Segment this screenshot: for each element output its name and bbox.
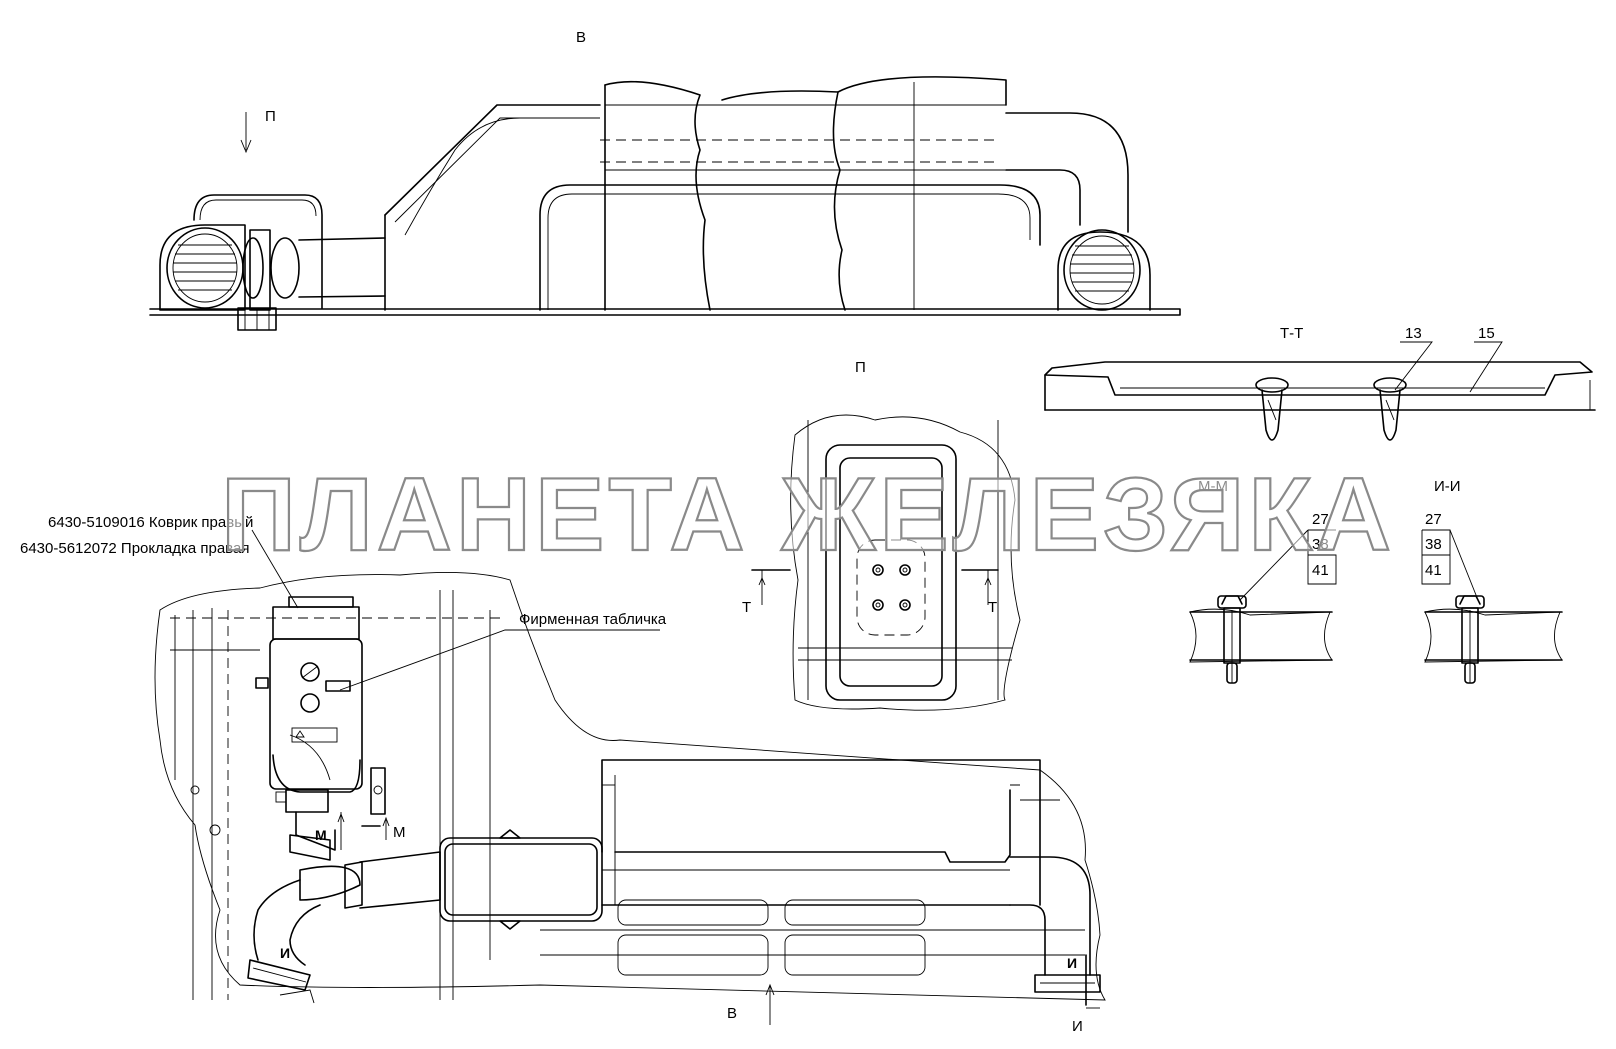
mm-callout-27: 27 (1312, 511, 1329, 528)
ii-callout-27: 27 (1425, 511, 1442, 528)
mat-note: 6430-5109016 Коврик правый (48, 514, 253, 531)
view-p-arrow (240, 112, 252, 154)
view-v-label: В (727, 1005, 737, 1022)
left-air-vent (159, 224, 246, 311)
nameplate-leader (339, 629, 660, 691)
clip-left (1255, 377, 1289, 441)
section-i-i-label: И-И (1434, 478, 1461, 495)
right-elbow (1005, 112, 1129, 233)
duct-sleeve (439, 837, 603, 922)
flexible-hose (359, 851, 441, 909)
heater-unit (255, 596, 386, 827)
gasket-note: 6430-5612072 Прокладка правая (20, 540, 249, 557)
section-mark-m-a: М (315, 827, 327, 843)
outlet-right (1034, 974, 1101, 993)
hose-connector (295, 811, 336, 851)
callout-15: 15 (1478, 325, 1495, 342)
air-duct-top (384, 104, 601, 216)
mm-callout-38: 38 (1312, 536, 1329, 553)
section-mark-i-bottom: И (1072, 1018, 1083, 1035)
heater-knob-bottom (300, 693, 320, 713)
section-mark-m-b: М (393, 824, 406, 841)
view-p-arrow-label: П (265, 108, 276, 125)
ii-callout-38: 38 (1425, 536, 1442, 553)
section-i-i: И-И 27 38 41 (1421, 478, 1563, 684)
section-mark-t-left: Т (742, 599, 751, 616)
view-p-label: П (855, 359, 866, 376)
section-t-t: Т-Т 13 15 (1044, 325, 1596, 441)
section-mark-t-right: Т (988, 599, 997, 616)
callout-13: 13 (1405, 325, 1422, 342)
view-p: П Т Т (742, 359, 1021, 711)
outlet-left (247, 959, 311, 991)
clip-right (1373, 377, 1407, 441)
nameplate-note: Фирменная табличка (519, 611, 667, 628)
ii-callout-41: 41 (1425, 562, 1442, 579)
right-air-vent (1057, 229, 1151, 311)
heater-housing (193, 194, 323, 309)
top-view-label: В (576, 29, 586, 46)
section-mark-i-right: И (1067, 955, 1077, 971)
top-view: В П (149, 29, 1181, 331)
base-plate (149, 308, 1181, 316)
section-m-m: М-М 27 38 41 (1189, 478, 1337, 684)
mm-callout-41: 41 (1312, 562, 1329, 579)
plan-view: Фирменная табличка 6430-5109016 Коврик п… (20, 514, 1106, 1035)
section-m-m-label: М-М (1198, 478, 1228, 495)
right-duct-elbow (1009, 856, 1091, 976)
section-mark-i-left: И (280, 945, 290, 961)
section-t-t-label: Т-Т (1280, 325, 1303, 342)
watermark: ПЛАНЕТА ЖЕЛЕЗЯКА (221, 457, 1395, 573)
vent-frame (825, 444, 957, 701)
heater-knob-top (300, 662, 320, 682)
